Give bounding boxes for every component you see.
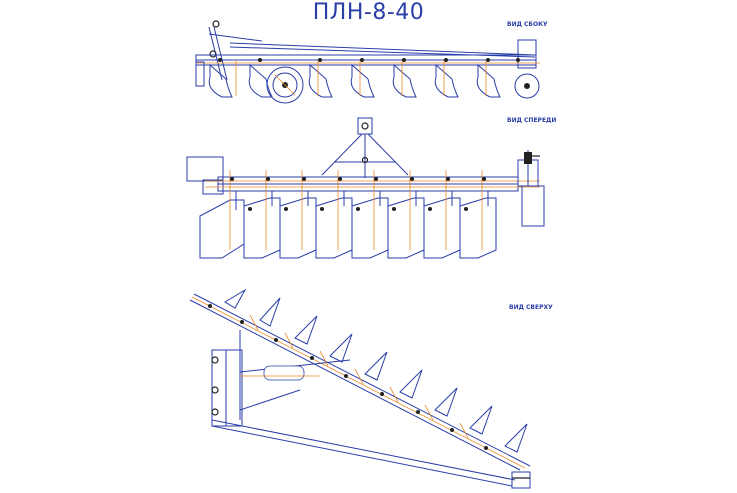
front-view-label: ВИД СПЕРЕДИ	[507, 117, 557, 124]
top-plow-shares	[224, 288, 528, 453]
front-view	[186, 117, 545, 259]
side-plow-bodies	[208, 63, 501, 98]
top-view-label: ВИД СВЕРХУ	[509, 304, 553, 311]
side-view	[195, 20, 540, 104]
side-view-label: ВИД СБОКУ	[507, 21, 548, 28]
top-view	[189, 288, 531, 489]
drawing-title: ПЛН-8-40	[312, 0, 425, 25]
front-plow-bodies	[199, 197, 497, 259]
